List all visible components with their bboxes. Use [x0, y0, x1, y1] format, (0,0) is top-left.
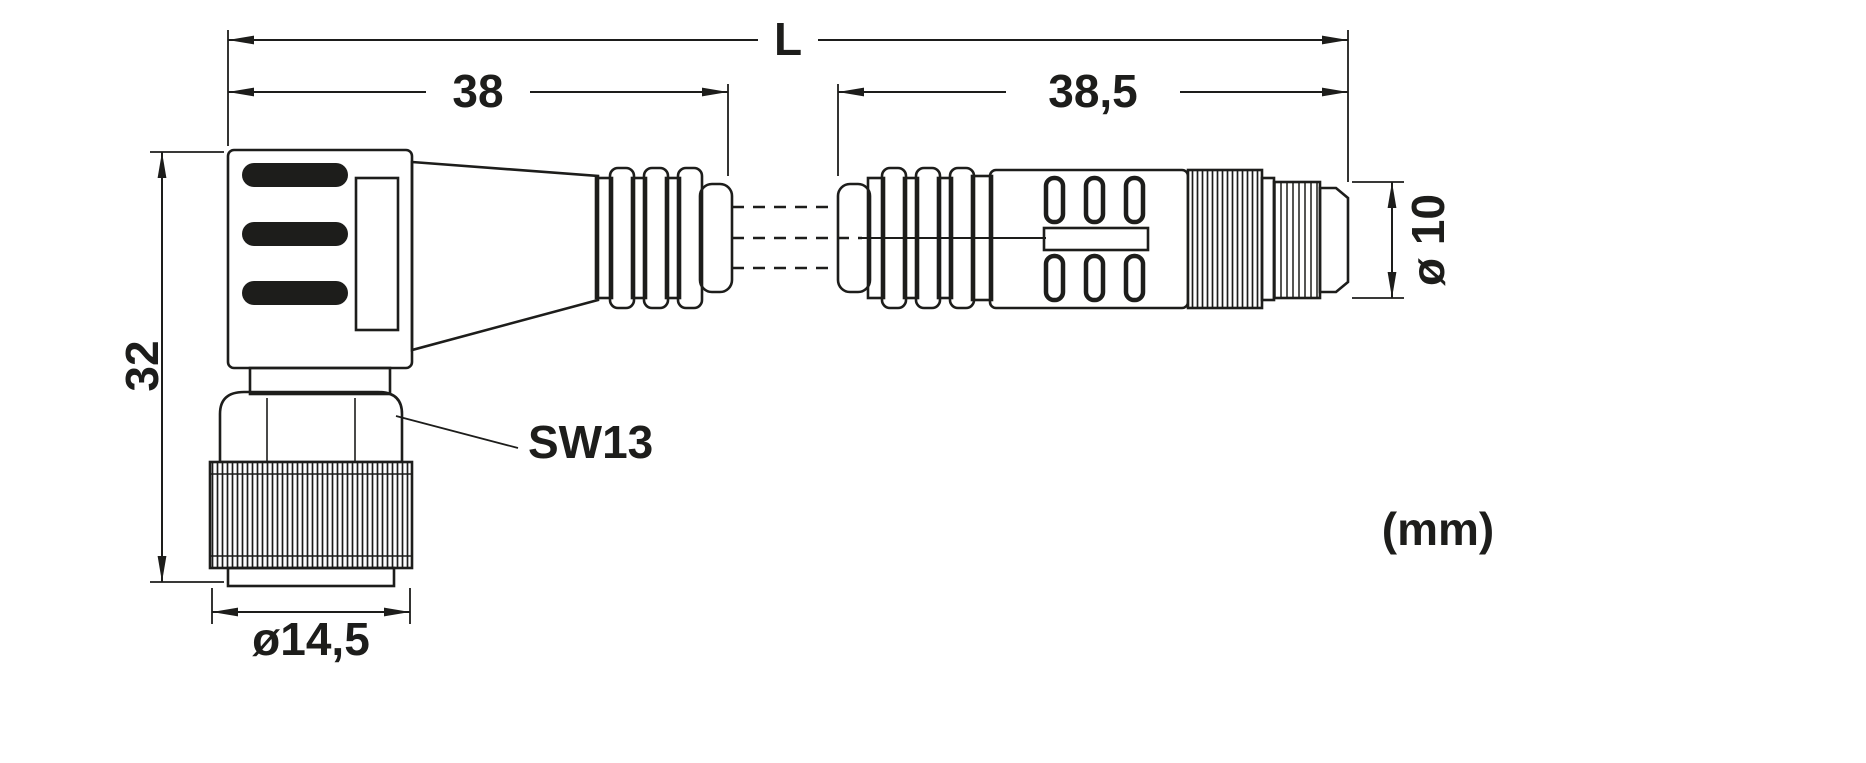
left-sr-valley-0 — [594, 176, 614, 300]
left-neck — [248, 366, 392, 396]
left-grip-rib-1 — [242, 163, 348, 187]
right-sr-tip — [836, 182, 872, 294]
dim-total-length-label: L — [774, 13, 802, 65]
right-grip-slot-top-1 — [1043, 175, 1066, 225]
hex-nut — [218, 390, 404, 464]
extension-lines — [150, 30, 1404, 624]
right-grip-slot-bottom-3 — [1123, 253, 1146, 303]
coupling-ring — [208, 460, 414, 588]
left-body-label-window — [354, 176, 400, 332]
left-sr-rib-2 — [642, 166, 670, 310]
right-sr-transition — [970, 174, 994, 302]
thread-collar — [1260, 176, 1276, 302]
left-sr-rib-1 — [608, 166, 636, 310]
male-tip — [1318, 186, 1350, 294]
left-connector — [208, 148, 734, 588]
left-sr-tip — [698, 182, 734, 294]
left-sr-valley-2 — [664, 176, 682, 300]
wrench-size-label: SW13 — [528, 416, 653, 468]
dim-left-length-label: 38 — [452, 65, 503, 117]
coupling-ring-knurl-fill — [210, 462, 412, 568]
dimension-labels: L 38 38,5 32 ø 10 ø14,5 SW13 (mm) — [116, 13, 1494, 665]
right-grip-slot-top-3 — [1123, 175, 1146, 225]
right-sr-rib-1 — [880, 166, 908, 310]
right-grip-slot-bottom-1 — [1043, 253, 1066, 303]
dim-label-mask-total — [758, 14, 818, 66]
right-sr-rib-2 — [914, 166, 942, 310]
right-knurled-ring — [1186, 168, 1264, 310]
left-grip-rib-2 — [242, 222, 348, 246]
dim-coupling-diameter-label: ø14,5 — [252, 613, 370, 665]
unit-note-label: (mm) — [1382, 503, 1494, 555]
left-sr-valley-1 — [630, 176, 648, 300]
right-grip-slot-bottom-2 — [1083, 253, 1106, 303]
right-body-label-window — [1042, 226, 1150, 252]
left-cable-boot — [410, 160, 600, 352]
right-connector — [836, 166, 1350, 310]
male-thread — [1272, 180, 1322, 300]
right-sr-valley-1 — [902, 176, 920, 300]
dim-label-mask-left — [426, 66, 530, 118]
cable-break — [732, 205, 1046, 270]
right-sr-valley-0 — [866, 176, 886, 300]
right-strain-relief — [836, 166, 994, 310]
left-grip-rib-3 — [242, 281, 348, 305]
dim-height-label: 32 — [116, 340, 168, 391]
dim-thread-diameter-label: ø 10 — [1402, 194, 1454, 286]
right-knurl-fill — [1188, 170, 1262, 308]
dim-label-mask-right — [1006, 66, 1180, 118]
dim-right-length-label: 38,5 — [1048, 65, 1138, 117]
coupling-ring-flange — [226, 566, 396, 588]
right-sr-rib-3 — [948, 166, 976, 310]
sw13-leader-line — [395, 415, 519, 449]
right-grip-slot-top-2 — [1083, 175, 1106, 225]
male-thread-fill — [1274, 182, 1320, 298]
left-strain-relief — [594, 166, 734, 310]
right-sr-valley-2 — [936, 176, 954, 300]
left-sr-rib-3 — [676, 166, 704, 310]
dimension-lines — [157, 14, 1397, 617]
